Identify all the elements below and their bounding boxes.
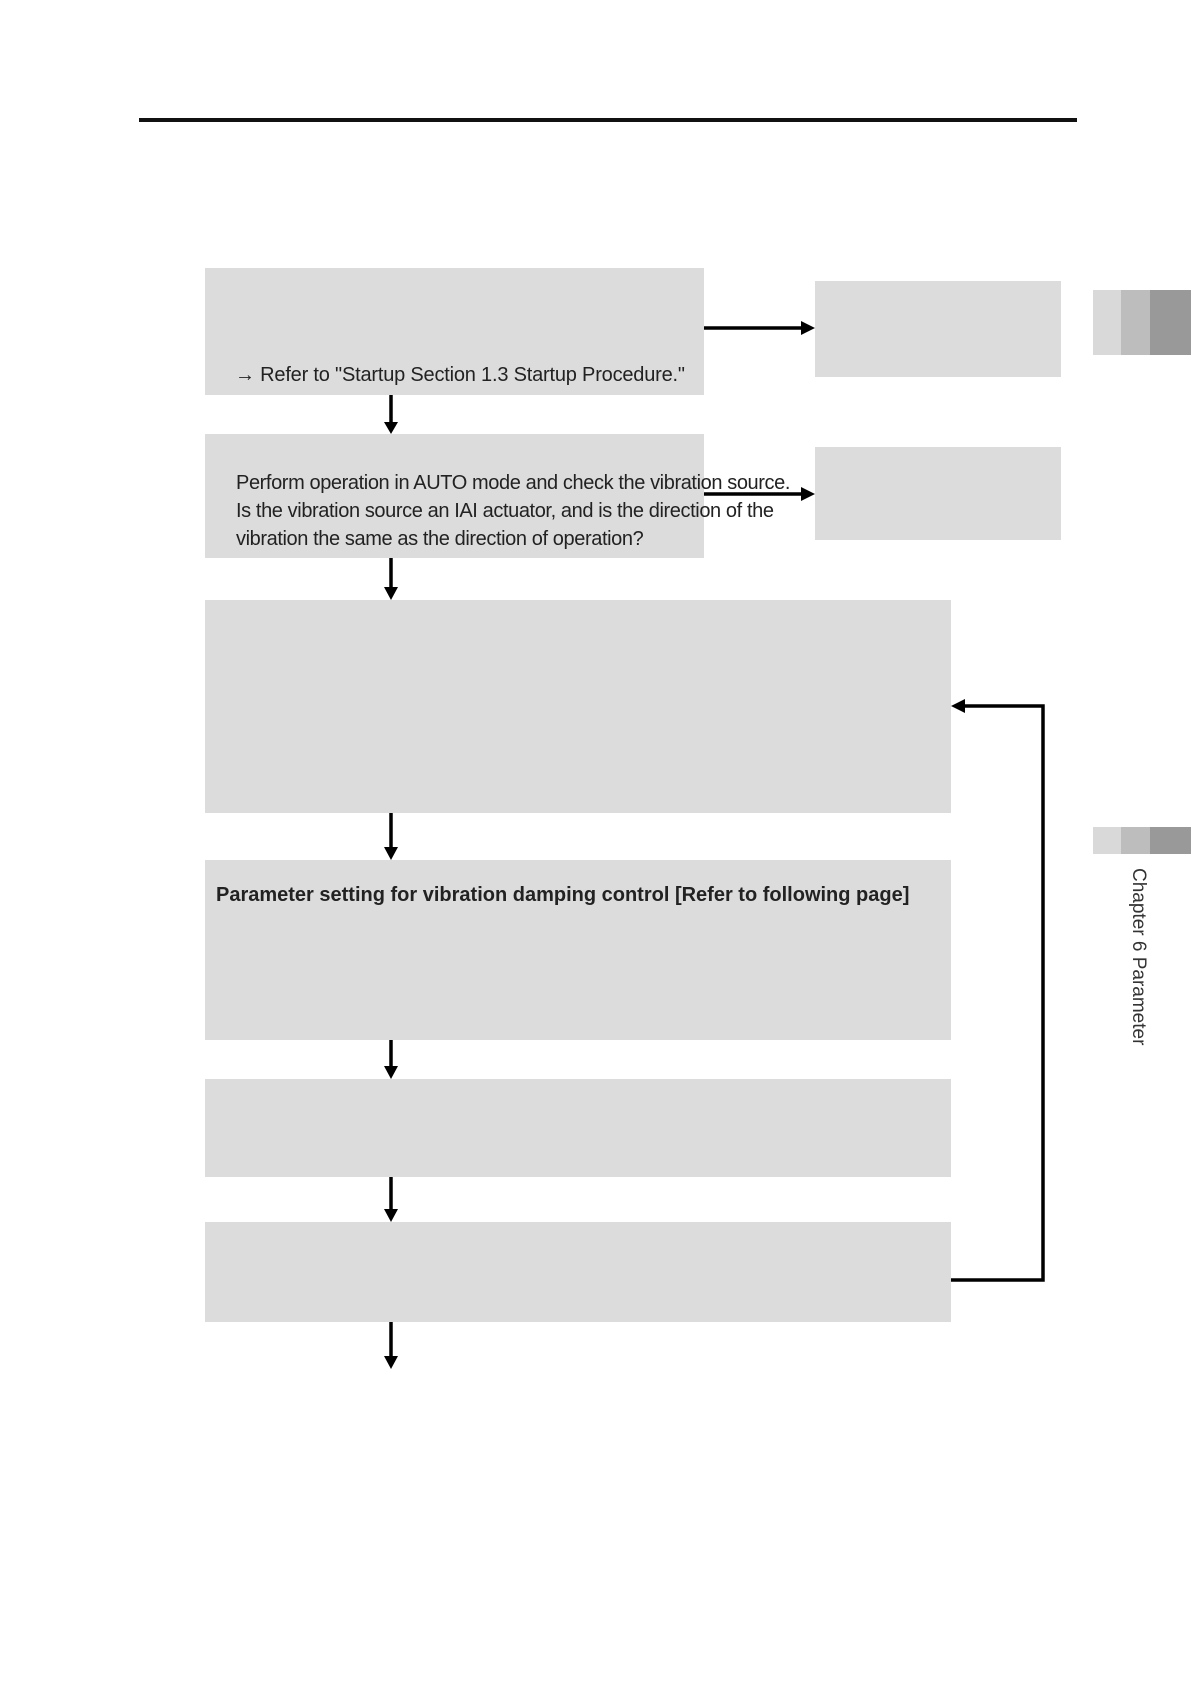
flow-box-check-vibration: Perform operation in AUTO mode and check… — [205, 434, 790, 558]
down-arrow-4 — [384, 1040, 398, 1079]
loop-back-arrow — [951, 699, 1045, 1282]
down-arrow-6 — [384, 1322, 398, 1369]
down-arrow-2 — [384, 558, 398, 600]
check-vibration-line-2: Is the vibration source an IAI actuator,… — [236, 500, 774, 522]
check-vibration-line-1: Perform operation in AUTO mode and check… — [236, 472, 791, 494]
top-rule — [139, 118, 1077, 122]
flow-box-step-5 — [205, 1079, 951, 1177]
down-arrow-5 — [384, 1177, 398, 1222]
chapter-tab-top — [1093, 290, 1191, 355]
chapter-tab-bottom — [1093, 827, 1191, 854]
chapter-label: Chapter 6 Parameter — [1128, 868, 1149, 1046]
startup-reference-text: → Refer to "Startup Section 1.3 Startup … — [235, 364, 685, 386]
right-arrow-1 — [704, 321, 815, 335]
side-box-1 — [815, 281, 1061, 377]
parameter-setting-title: Parameter setting for vibration damping … — [216, 884, 910, 906]
right-arrow-2 — [704, 487, 815, 501]
side-box-2 — [815, 447, 1061, 540]
down-arrow-1 — [384, 395, 398, 434]
flow-box-parameter-setting: Parameter setting for vibration damping … — [205, 860, 951, 1040]
flow-box-step-3 — [205, 600, 951, 813]
check-vibration-line-3: vibration the same as the direction of o… — [236, 528, 644, 550]
down-arrow-3 — [384, 813, 398, 860]
flow-box-startup: → Refer to "Startup Section 1.3 Startup … — [205, 268, 704, 395]
flow-box-step-6 — [205, 1222, 951, 1322]
